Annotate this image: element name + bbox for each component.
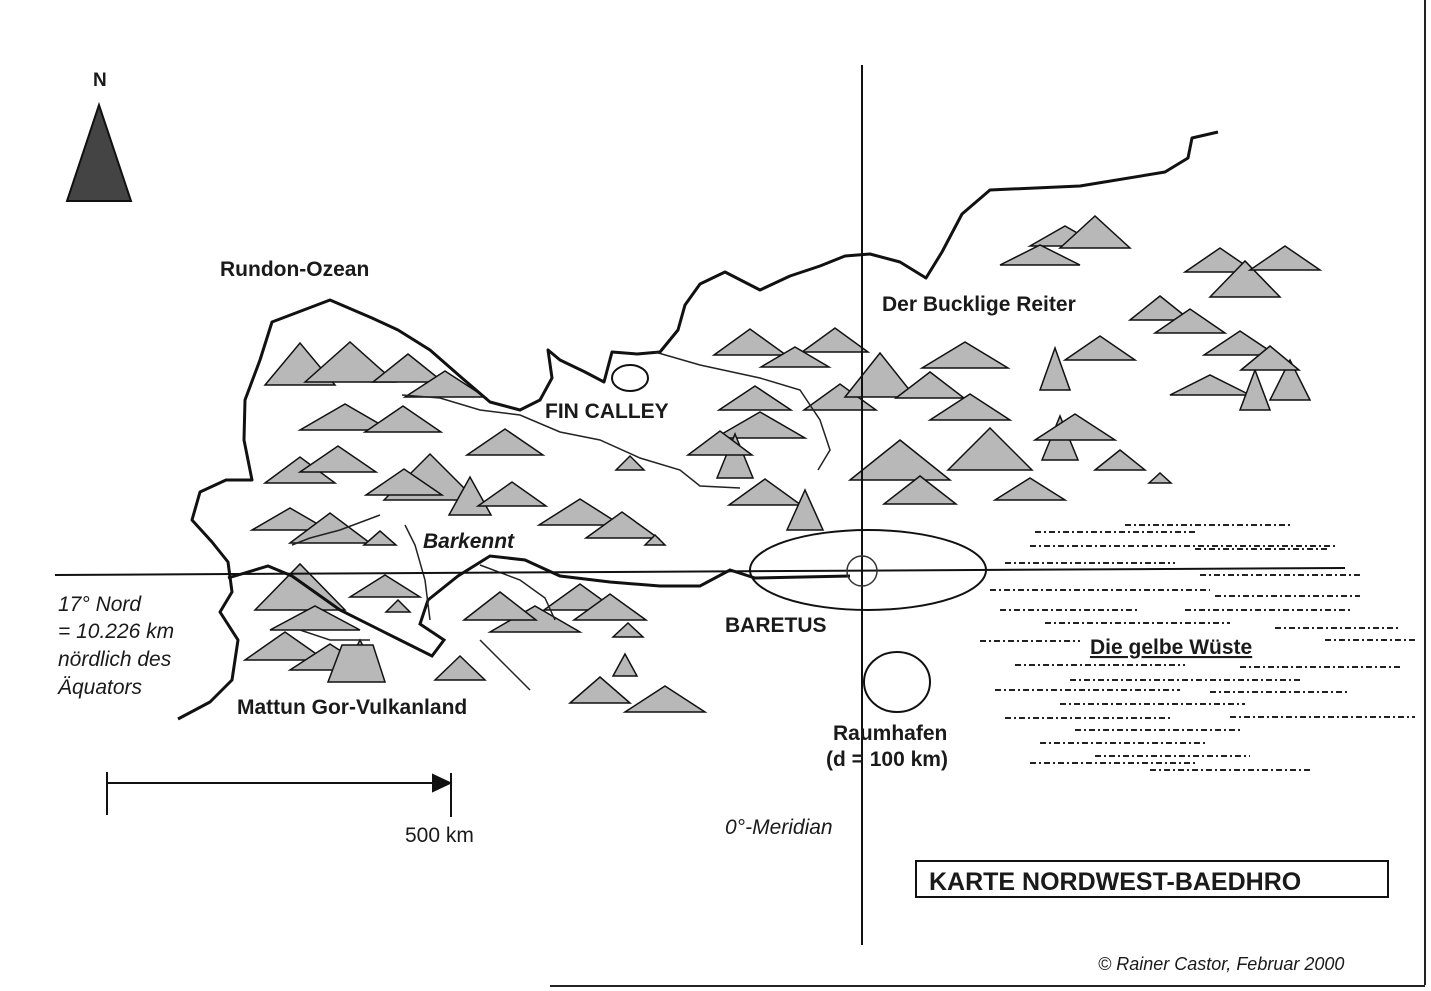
mountain-icon: [571, 593, 649, 621]
mountain-icon: [347, 574, 423, 598]
mountain-icon: [362, 405, 444, 433]
mountain-icon: [881, 475, 959, 505]
mountain-icon: [1208, 259, 1282, 298]
mountain-icon: [1147, 471, 1173, 484]
mountain-icon: [946, 426, 1034, 471]
mountain-icon: [622, 685, 708, 713]
baretus-city-marker: [846, 555, 878, 587]
mountain-icon: [726, 478, 804, 506]
mountain-icon: [1152, 308, 1228, 334]
mountain-icon: [583, 511, 661, 539]
title-box: [915, 860, 1389, 898]
label-baretus: BARETUS: [725, 614, 827, 637]
label-meridian: 0°-Meridian: [725, 816, 833, 839]
label-bucklige-reiter: Der Bucklige Reiter: [882, 293, 1076, 316]
mountain-icon: [1058, 214, 1132, 249]
mountain-icon: [1032, 413, 1118, 441]
mountain-icon: [927, 393, 1013, 421]
mountain-icon: [685, 430, 755, 456]
mountain-icon: [999, 244, 1081, 266]
mountain-icon: [362, 530, 398, 546]
mountain-icon: [536, 498, 624, 526]
spaceport-circle: [863, 651, 931, 713]
mountain-icon: [799, 327, 871, 353]
desert-dashes: [980, 524, 1415, 771]
mountain-icon: [464, 428, 546, 456]
mountain-icon: [712, 411, 808, 439]
mountain-layer: [242, 214, 1323, 713]
mountain-icon: [1268, 358, 1312, 401]
mountain-icon: [1247, 245, 1323, 271]
label-raumhafen-size: (d = 100 km): [826, 748, 948, 771]
label-mattun-gor: Mattun Gor-Vulkanland: [237, 696, 467, 719]
mountain-icon: [611, 652, 639, 677]
label-barkennt: Barkennt: [423, 530, 515, 553]
svg-text:= 10.226 km: = 10.226 km: [58, 620, 174, 643]
north-arrow-icon: N: [65, 70, 133, 202]
scale-bar: [106, 772, 453, 817]
mountain-icon: [475, 481, 549, 507]
map-title: KARTE NORDWEST-BAEDHRO: [929, 868, 1301, 896]
svg-text:Äquators: Äquators: [57, 676, 143, 699]
lake: [611, 364, 649, 392]
mountain-icon: [1127, 295, 1193, 321]
mountain-icon: [1169, 374, 1251, 396]
latitude-17-line: [54, 567, 1346, 576]
mountain-icon: [402, 370, 488, 398]
volcano-icon: [326, 644, 387, 683]
south-coast: [227, 554, 851, 658]
mountain-icon: [433, 654, 487, 681]
mountain-icon: [269, 605, 361, 631]
svg-text:17° Nord: 17° Nord: [58, 593, 142, 616]
mountain-icon: [287, 512, 373, 544]
mountain-icon: [614, 454, 646, 471]
mountain-icon: [363, 468, 445, 496]
mountain-icon: [716, 385, 794, 411]
label-gelbe-wueste: Die gelbe Wüste: [1090, 636, 1252, 659]
mountain-icon: [297, 445, 379, 473]
label-raumhafen: Raumhafen: [833, 722, 947, 745]
mountain-icon: [919, 341, 1011, 369]
mountain-icon: [715, 432, 755, 479]
latitude-note: 17° Nord = 10.226 km nördlich des Äquato…: [57, 593, 174, 699]
mountain-icon: [567, 676, 633, 704]
baretus-region: [749, 529, 987, 611]
scale-label: 500 km: [405, 824, 474, 847]
mountain-icon: [461, 591, 539, 621]
mountain-icon: [1238, 345, 1302, 371]
label-fin-calley: FIN CALLEY: [545, 400, 669, 423]
label-rundon-ozean: Rundon-Ozean: [220, 258, 369, 281]
mountain-icon: [1038, 345, 1072, 391]
mountain-icon: [1182, 247, 1258, 273]
mountain-icon: [711, 328, 789, 356]
rivers: [291, 351, 831, 691]
mountain-icon: [297, 403, 393, 431]
coastline: [177, 130, 1219, 721]
mountain-icon: [384, 598, 412, 613]
copyright: © Rainer Castor, Februar 2000: [1098, 954, 1344, 974]
mountain-icon: [1092, 449, 1148, 471]
mountain-icon: [611, 621, 645, 638]
mountain-icon: [1201, 330, 1279, 356]
mountain-icon: [992, 477, 1068, 501]
mountain-icon: [847, 439, 953, 481]
mountain-icon: [643, 533, 667, 546]
mountain-icon: [249, 507, 331, 531]
mountain-icon: [758, 346, 832, 368]
mountain-icon: [1238, 367, 1272, 411]
mountain-icon: [242, 631, 328, 661]
svg-text:nördlich des: nördlich des: [58, 648, 172, 671]
mountain-icon: [303, 340, 397, 383]
mountain-icon: [893, 371, 967, 399]
mountain-icon: [370, 353, 446, 383]
mountain-icon: [1062, 335, 1138, 361]
mountain-icon: [843, 351, 917, 398]
mountain-icon: [785, 488, 825, 531]
north-label: N: [93, 70, 107, 91]
